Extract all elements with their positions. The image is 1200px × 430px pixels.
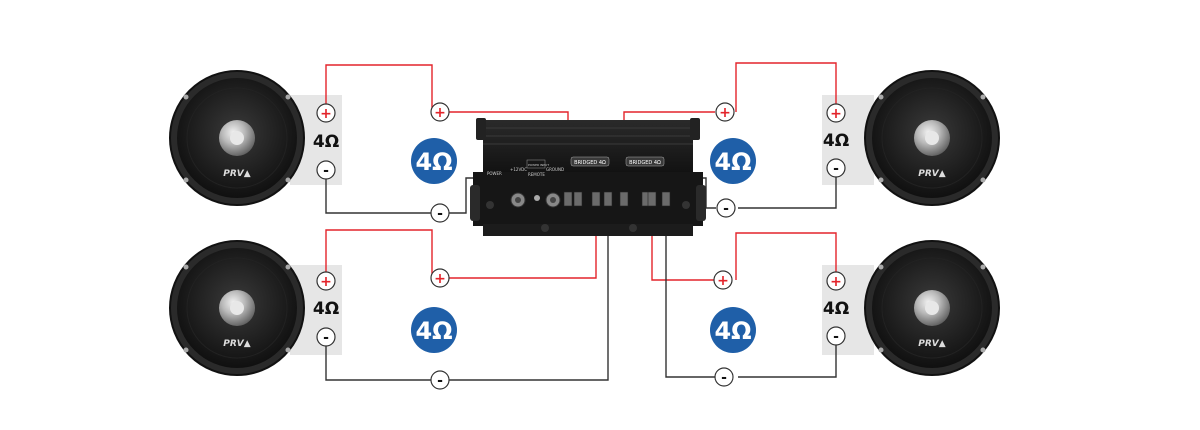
terminal-plus-icon: [826, 271, 846, 291]
terminal-plus-icon: [826, 103, 846, 123]
terminal-plus-icon: [316, 103, 336, 123]
svg-text:-: -: [833, 329, 839, 345]
amp-label-power: POWER: [487, 171, 502, 176]
speaker-terminals-bottom-left: + 4Ω -: [313, 271, 339, 347]
svg-text:-: -: [833, 161, 839, 177]
speaker-bottom-right: PRV▲: [864, 240, 1000, 376]
svg-text:-: -: [437, 373, 443, 389]
svg-text:-: -: [323, 330, 329, 346]
wire-positive-top-left: [325, 64, 433, 113]
speaker-impedance: 4Ω: [823, 131, 849, 151]
wire-minus-icon: [430, 370, 450, 390]
svg-text:+: +: [320, 106, 332, 122]
speaker-impedance: 4Ω: [313, 132, 339, 152]
speaker-brand: PRV▲: [223, 339, 250, 349]
amp-fins: [483, 127, 693, 145]
wire-negative-bottom-left: [325, 337, 432, 381]
svg-text:-: -: [323, 163, 329, 179]
wire-positive-top-right: [735, 62, 837, 113]
svg-text:4Ω: 4Ω: [415, 317, 452, 345]
svg-text:-: -: [723, 201, 729, 217]
speaker-terminals-bottom-right: + 4Ω -: [823, 271, 849, 346]
wire-plus-icon: [430, 102, 450, 122]
speaker-bottom-left: PRV▲: [169, 240, 305, 376]
terminal-minus-icon: [826, 326, 846, 346]
load-badge-top-right: 4Ω: [710, 138, 756, 184]
svg-text:+: +: [717, 273, 729, 289]
wire-terminal-bottom-right: + -: [713, 270, 734, 387]
svg-text:-: -: [437, 206, 443, 222]
svg-text:+: +: [830, 274, 842, 290]
svg-text:4Ω: 4Ω: [714, 148, 751, 176]
terminal-minus-icon: [826, 158, 846, 178]
wire-negative-bottom-right: [738, 336, 837, 378]
amp-label-power-input: POWER INPUT: [528, 163, 549, 167]
wire-terminal-top-left: + -: [430, 102, 450, 223]
wire-plus-icon: [713, 270, 733, 290]
amp-label-12vdc: +12VDC: [510, 167, 527, 172]
speaker-top-right: PRV▲: [864, 70, 1000, 206]
svg-text:+: +: [719, 105, 731, 121]
load-badge-bottom-left: 4Ω: [411, 307, 457, 353]
amp-speaker-terminals: [563, 191, 671, 207]
wire-minus-icon: [430, 203, 450, 223]
speaker-impedance: 4Ω: [823, 299, 849, 319]
wire-negative-top-left: [325, 170, 432, 214]
bridged-label-left-box: [570, 156, 610, 167]
wire-plus-icon: [715, 102, 735, 122]
wire-positive-bottom-right: [735, 232, 837, 282]
speaker-brand: PRV▲: [918, 339, 945, 349]
svg-text:+: +: [830, 106, 842, 122]
wire-negative-top-right: [738, 168, 837, 209]
wire-negative-bottom-right-amp: [665, 198, 716, 378]
bridged-label-right-box: [625, 156, 665, 167]
svg-text:+: +: [434, 105, 446, 121]
amplifier: POWER +12VDC REMOTE GROUND POWER INPUT B…: [470, 118, 706, 236]
wire-negative-bottom-left-amp: [448, 198, 609, 381]
svg-text:4Ω: 4Ω: [415, 148, 452, 176]
wire-minus-icon: [714, 367, 734, 387]
load-badge-top-left: 4Ω: [411, 138, 457, 184]
speaker-terminals-top-right: + 4Ω -: [823, 103, 849, 178]
bridged-label-left: BRIDGED 4Ω: [574, 160, 606, 166]
wire-positive-bottom-left: [325, 229, 433, 283]
wire-plus-icon: [430, 268, 450, 288]
terminal-minus-icon: [316, 160, 336, 180]
svg-text:-: -: [721, 370, 727, 386]
wire-terminal-bottom-left: + -: [430, 268, 450, 390]
wire-terminal-top-right: + -: [715, 102, 736, 218]
speaker-impedance: 4Ω: [313, 299, 339, 319]
speaker-brand: PRV▲: [918, 169, 945, 179]
svg-text:+: +: [320, 274, 332, 290]
speaker-top-left: PRV▲: [169, 70, 305, 206]
amp-label-ground: GROUND: [546, 167, 564, 172]
amp-label-remote: REMOTE: [528, 172, 545, 177]
load-badge-bottom-right: 4Ω: [710, 307, 756, 353]
terminal-plus-icon: [316, 271, 336, 291]
speaker-brand: PRV▲: [223, 169, 250, 179]
wire-minus-icon: [716, 198, 736, 218]
terminal-minus-icon: [316, 327, 336, 347]
speaker-terminals-top-left: + 4Ω -: [313, 103, 339, 180]
bridged-label-right: BRIDGED 4Ω: [629, 160, 661, 166]
svg-text:+: +: [434, 271, 446, 287]
svg-text:4Ω: 4Ω: [714, 317, 751, 345]
